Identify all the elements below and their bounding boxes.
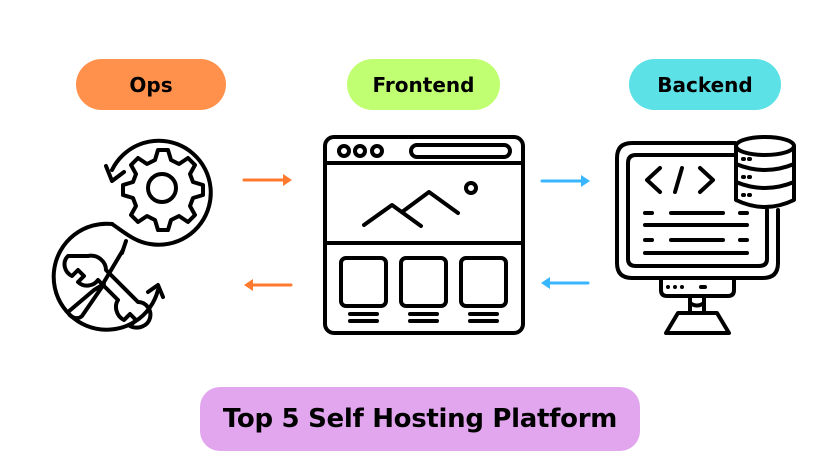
backend-label-pill: Backend bbox=[629, 59, 781, 110]
arrow-left-icon bbox=[244, 279, 253, 291]
backend-label: Backend bbox=[657, 72, 753, 97]
arrow-left-icon bbox=[541, 277, 550, 289]
title-pill: Top 5 Self Hosting Platform bbox=[200, 387, 640, 451]
ops-label: Ops bbox=[129, 72, 173, 97]
arrow-frontend-to-ops bbox=[244, 279, 293, 291]
arrow-backend-to-frontend bbox=[541, 277, 590, 289]
ops-label-pill: Ops bbox=[76, 59, 226, 110]
arrow-frontend-to-backend bbox=[540, 175, 590, 187]
arrow-ops-to-frontend bbox=[242, 174, 292, 186]
arrow-right-icon bbox=[283, 174, 292, 186]
arrow-right-icon bbox=[581, 175, 590, 187]
frontend-label: Frontend bbox=[372, 72, 475, 97]
frontend-label-pill: Frontend bbox=[347, 59, 500, 110]
diagram-title: Top 5 Self Hosting Platform bbox=[222, 404, 618, 434]
